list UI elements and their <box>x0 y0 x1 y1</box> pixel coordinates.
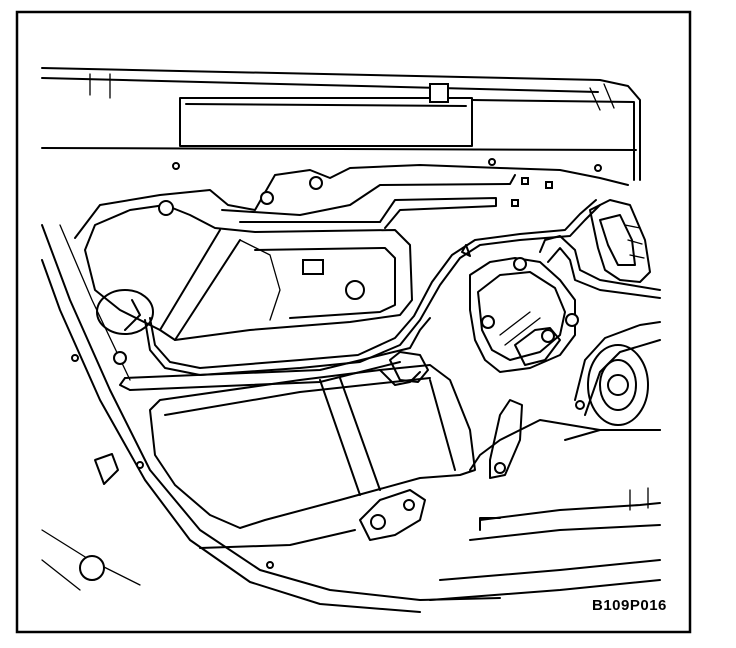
lock-mechanism <box>469 257 579 373</box>
figure-code: B109P016 <box>592 597 667 614</box>
upper-access-opening <box>84 200 413 341</box>
door-left-edge <box>41 224 501 613</box>
door-top-trim <box>41 67 641 181</box>
lower-access-opening <box>149 351 476 529</box>
regulator-bracket <box>199 489 426 549</box>
lower-rails <box>429 399 661 601</box>
upper-panel-contour <box>74 158 629 239</box>
right-side-structure <box>539 199 661 299</box>
